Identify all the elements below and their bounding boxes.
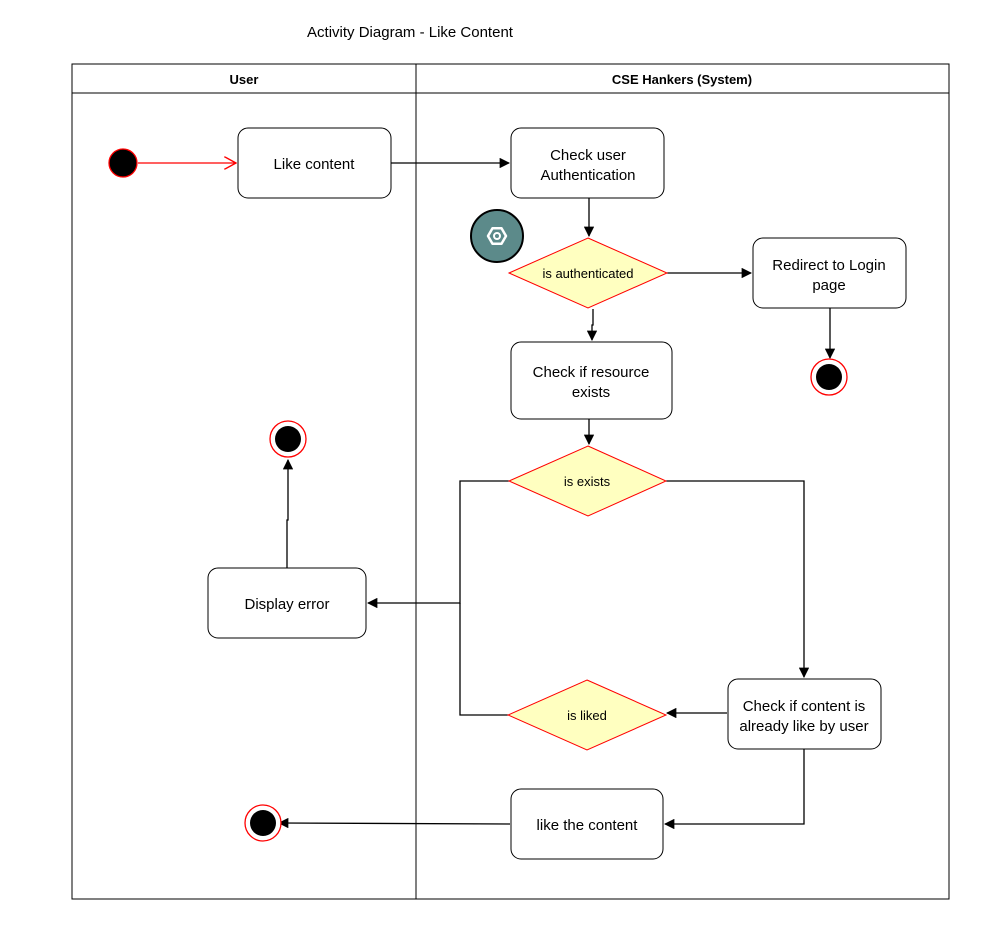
action-check-resource: Check if resource exists — [510, 341, 673, 420]
end-node-success — [244, 804, 282, 842]
action-check-resource-line2: exists — [572, 384, 610, 401]
end-node-redirect — [810, 358, 848, 396]
lane-user-title: User — [230, 72, 259, 87]
edge-liked-to-display-error — [459, 603, 508, 716]
edge-check-liked-to-like-content — [663, 749, 805, 830]
action-check-liked: Check if content is already like by user — [727, 678, 882, 750]
start-node — [108, 148, 138, 178]
diagram-title: Activity Diagram - Like Content — [307, 24, 514, 41]
action-check-liked-line1: Check if content is — [743, 698, 866, 715]
action-display-error-label: Display error — [244, 596, 329, 613]
edges — [138, 163, 836, 830]
action-like-the-content-label: like the content — [537, 817, 639, 834]
action-check-auth: Check user Authentication — [510, 127, 665, 199]
swimlane-frame — [71, 63, 950, 900]
edge-exists-to-check-liked — [666, 480, 810, 679]
end-node-error — [269, 420, 307, 458]
decision-is-liked-label: is liked — [567, 708, 607, 723]
decision-is-liked: is liked — [506, 679, 668, 751]
edge-display-error-to-end — [282, 458, 294, 568]
decision-is-authenticated: is authenticated — [507, 237, 669, 309]
decision-is-exists-label: is exists — [564, 474, 611, 489]
lane-system-title: CSE Hankers (System) — [612, 72, 752, 87]
action-redirect-login: Redirect to Login page — [752, 237, 907, 309]
action-check-auth-line2: Authentication — [540, 167, 635, 184]
action-redirect-login-line1: Redirect to Login — [772, 257, 885, 274]
action-like-the-content: like the content — [510, 788, 664, 860]
action-like-content: Like content — [237, 127, 392, 199]
action-display-error: Display error — [207, 567, 367, 639]
edge-exists-to-display-error — [366, 480, 509, 609]
action-check-auth-line1: Check user — [550, 147, 626, 164]
gear-hexagon-icon[interactable] — [470, 209, 524, 263]
edge-decision-to-check-resource — [586, 309, 598, 342]
decision-is-authenticated-label: is authenticated — [542, 266, 633, 281]
decision-is-exists: is exists — [507, 445, 668, 517]
action-check-resource-line1: Check if resource — [533, 364, 650, 381]
edge-like-content-to-end — [277, 817, 511, 829]
action-check-liked-line2: already like by user — [739, 718, 868, 735]
action-redirect-login-line2: page — [812, 277, 845, 294]
action-like-content-label: Like content — [274, 156, 356, 173]
